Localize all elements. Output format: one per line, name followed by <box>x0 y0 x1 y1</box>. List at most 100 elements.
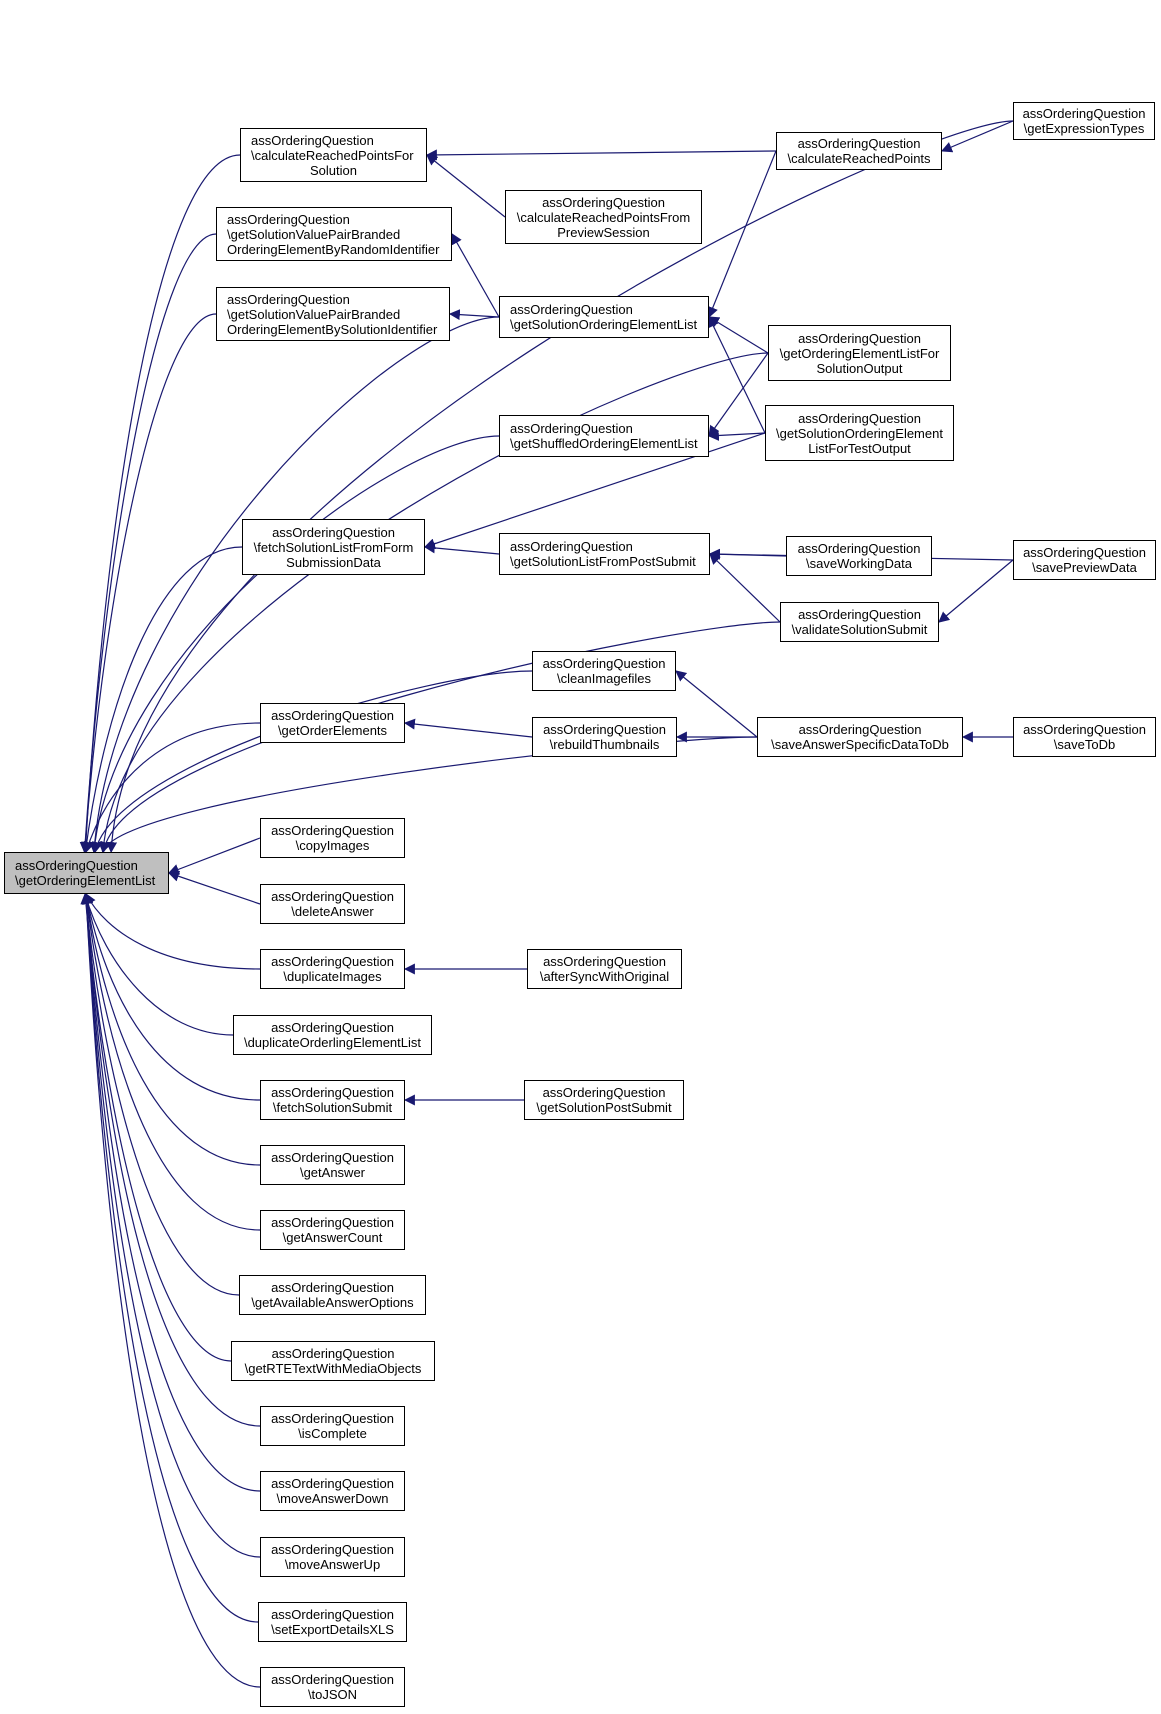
node-validateSolutionSubmit[interactable]: assOrderingQuestion \validateSolutionSub… <box>780 602 939 642</box>
node-getRTETextWithMediaObjects[interactable]: assOrderingQuestion \getRTETextWithMedia… <box>231 1341 435 1381</box>
edge-getSolutionOrderingElementList-to-getSolutionValuePairBrandedBySolution <box>448 309 500 321</box>
node-getSolutionPostSubmit[interactable]: assOrderingQuestion \getSolutionPostSubm… <box>524 1080 684 1120</box>
node-duplicateImages[interactable]: assOrderingQuestion \duplicateImages <box>260 949 405 989</box>
edge-getSolutionValuePairBrandedBySolution-to-root <box>79 313 217 854</box>
node-line-1: assOrderingQuestion <box>271 889 394 904</box>
node-rebuildThumbnails[interactable]: assOrderingQuestion \rebuildThumbnails <box>532 717 677 757</box>
node-line-2: \saveAnswerSpecificDataToDb <box>771 737 949 752</box>
edge-getOrderElements-to-root <box>83 722 261 854</box>
edge-getAnswerCount-to-root <box>81 892 261 1231</box>
node-line-1: assOrderingQuestion <box>797 541 921 556</box>
node-moveAnswerDown[interactable]: assOrderingQuestion \moveAnswerDown <box>260 1471 405 1511</box>
node-line-1: assOrderingQuestion <box>271 1085 394 1100</box>
node-getSolutionValuePairBrandedBySolution[interactable]: assOrderingQuestion \getSolutionValuePai… <box>216 287 450 341</box>
node-line-3: PreviewSession <box>557 224 650 240</box>
node-fetchSolutionSubmit[interactable]: assOrderingQuestion \fetchSolutionSubmit <box>260 1080 405 1120</box>
node-line-1: assOrderingQuestion <box>271 1280 394 1295</box>
node-line-1: assOrderingQuestion <box>271 1150 394 1165</box>
node-calculateReachedPointsFromPreviewSession[interactable]: assOrderingQuestion \calculateReachedPoi… <box>505 190 702 244</box>
node-getSolutionOrderingElementList[interactable]: assOrderingQuestion \getSolutionOrdering… <box>499 296 709 338</box>
node-root-getOrderingElementList[interactable]: assOrderingQuestion \getOrderingElementL… <box>4 852 169 894</box>
node-line-2: \copyImages <box>295 838 370 853</box>
edge-getOrderingElementListForSolutionOutput-to-getShuffledOrderingElementList <box>708 352 769 437</box>
node-line-1: assOrderingQuestion <box>543 722 666 737</box>
node-getAvailableAnswerOptions[interactable]: assOrderingQuestion \getAvailableAnswerO… <box>239 1275 426 1315</box>
node-line-1: assOrderingQuestion <box>271 1346 395 1361</box>
node-line-2: \validateSolutionSubmit <box>791 622 928 637</box>
node-line-2: \duplicateImages <box>283 969 382 984</box>
node-calculateReachedPointsForSolution[interactable]: assOrderingQuestion \calculateReachedPoi… <box>240 128 427 182</box>
node-line-1: assOrderingQuestion <box>798 330 921 346</box>
node-calculateReachedPoints[interactable]: assOrderingQuestion \calculateReachedPoi… <box>776 132 942 170</box>
node-getShuffledOrderingElementList[interactable]: assOrderingQuestion \getShuffledOrdering… <box>499 415 709 457</box>
node-afterSyncWithOriginal[interactable]: assOrderingQuestion \afterSyncWithOrigin… <box>527 949 682 989</box>
node-copyImages[interactable]: assOrderingQuestion \copyImages <box>260 818 405 858</box>
node-deleteAnswer[interactable]: assOrderingQuestion \deleteAnswer <box>260 884 405 924</box>
node-line-1: assOrderingQuestion <box>271 1607 394 1622</box>
node-cleanImagefiles[interactable]: assOrderingQuestion \cleanImagefiles <box>532 651 676 691</box>
node-line-1: assOrderingQuestion <box>543 954 666 969</box>
node-line-3: OrderingElementBySolutionIdentifier <box>227 321 438 337</box>
edge-validateSolutionSubmit-to-root <box>99 621 781 854</box>
node-line-2: \getSolutionValuePairBranded <box>227 226 401 242</box>
node-line-3: SolutionOutput <box>816 360 903 376</box>
node-saveWorkingData[interactable]: assOrderingQuestion \saveWorkingData <box>786 536 932 576</box>
node-line-2: \deleteAnswer <box>291 904 374 919</box>
node-saveToDb[interactable]: assOrderingQuestion \saveToDb <box>1013 717 1156 757</box>
node-line-1: assOrderingQuestion <box>1022 106 1146 121</box>
node-line-2: \toJSON <box>307 1687 358 1702</box>
node-saveAnswerSpecificDataToDb[interactable]: assOrderingQuestion \saveAnswerSpecificD… <box>757 717 963 757</box>
node-getOrderElements[interactable]: assOrderingQuestion \getOrderElements <box>260 703 405 743</box>
node-line-2: \saveToDb <box>1053 737 1116 752</box>
node-line-2: \getAvailableAnswerOptions <box>251 1295 414 1310</box>
edge-calculateReachedPoints-to-calculateReachedPointsForSolution <box>425 149 777 161</box>
node-line-2: \getExpressionTypes <box>1023 121 1145 136</box>
edge-getSolutionValuePairBrandedByRandom-to-root <box>79 233 217 854</box>
node-line-3: SubmissionData <box>286 554 381 570</box>
node-line-2: \getShuffledOrderingElementList <box>510 436 698 451</box>
node-line-2: \saveWorkingData <box>806 556 912 571</box>
node-line-1: assOrderingQuestion <box>227 291 350 307</box>
node-line-1: assOrderingQuestion <box>271 1672 394 1687</box>
node-line-3: ListForTestOutput <box>808 440 911 456</box>
node-line-1: assOrderingQuestion <box>15 858 138 873</box>
node-moveAnswerUp[interactable]: assOrderingQuestion \moveAnswerUp <box>260 1537 405 1577</box>
node-line-1: assOrderingQuestion <box>1023 545 1146 560</box>
node-duplicateOrderlingElementList[interactable]: assOrderingQuestion \duplicateOrderlingE… <box>233 1015 432 1055</box>
edge-moveAnswerUp-to-root <box>81 892 261 1558</box>
edge-calculateReachedPointsFromPreviewSession-to-calculateReachedPointsForSolution <box>426 154 506 218</box>
node-line-1: assOrderingQuestion <box>542 194 665 210</box>
node-getSolutionListFromPostSubmit[interactable]: assOrderingQuestion \getSolutionListFrom… <box>499 533 710 575</box>
node-isComplete[interactable]: assOrderingQuestion \isComplete <box>260 1406 405 1446</box>
edge-getExpressionTypes-to-calculateReachedPoints <box>940 120 1014 153</box>
edge-duplicateImages-to-root <box>85 893 261 970</box>
edge-calculateReachedPoints-to-getSolutionOrderingElementList <box>707 150 777 319</box>
edge-getAnswer-to-root <box>82 892 261 1166</box>
node-savePreviewData[interactable]: assOrderingQuestion \savePreviewData <box>1013 540 1156 580</box>
node-line-2: \getSolutionListFromPostSubmit <box>510 554 696 569</box>
node-getSolutionOrderingElementListForTestOutput[interactable]: assOrderingQuestion \getSolutionOrdering… <box>765 405 954 461</box>
edge-rebuildThumbnails-to-getOrderElements <box>403 718 533 738</box>
node-getAnswerCount[interactable]: assOrderingQuestion \getAnswerCount <box>260 1210 405 1250</box>
node-line-1: assOrderingQuestion <box>271 1542 394 1557</box>
edge-duplicateOrderlingElementList-to-root <box>82 892 234 1036</box>
node-toJSON[interactable]: assOrderingQuestion \toJSON <box>260 1667 405 1707</box>
node-line-1: assOrderingQuestion <box>271 823 394 838</box>
node-line-2: \rebuildThumbnails <box>549 737 660 752</box>
node-line-2: \getOrderElements <box>277 723 388 738</box>
node-getSolutionValuePairBrandedByRandom[interactable]: assOrderingQuestion \getSolutionValuePai… <box>216 207 452 261</box>
node-line-3: Solution <box>310 162 357 178</box>
edge-savePreviewData-to-validateSolutionSubmit <box>938 559 1014 623</box>
edge-isComplete-to-root <box>81 892 261 1427</box>
node-line-2: \getSolutionOrderingElementList <box>510 317 698 332</box>
node-line-1: assOrderingQuestion <box>271 1020 394 1035</box>
node-fetchSolutionListFromFormSubmissionData[interactable]: assOrderingQuestion \fetchSolutionListFr… <box>242 519 425 575</box>
node-getOrderingElementListForSolutionOutput[interactable]: assOrderingQuestion \getOrderingElementL… <box>768 325 951 381</box>
node-setExportDetailsXLS[interactable]: assOrderingQuestion \setExportDetailsXLS <box>258 1602 407 1642</box>
node-getExpressionTypes[interactable]: assOrderingQuestion \getExpressionTypes <box>1013 102 1155 140</box>
edge-setExportDetailsXLS-to-root <box>80 892 259 1623</box>
node-getAnswer[interactable]: assOrderingQuestion \getAnswer <box>260 1145 405 1185</box>
node-line-2: \afterSyncWithOriginal <box>539 969 670 984</box>
node-line-2: \savePreviewData <box>1032 560 1137 575</box>
